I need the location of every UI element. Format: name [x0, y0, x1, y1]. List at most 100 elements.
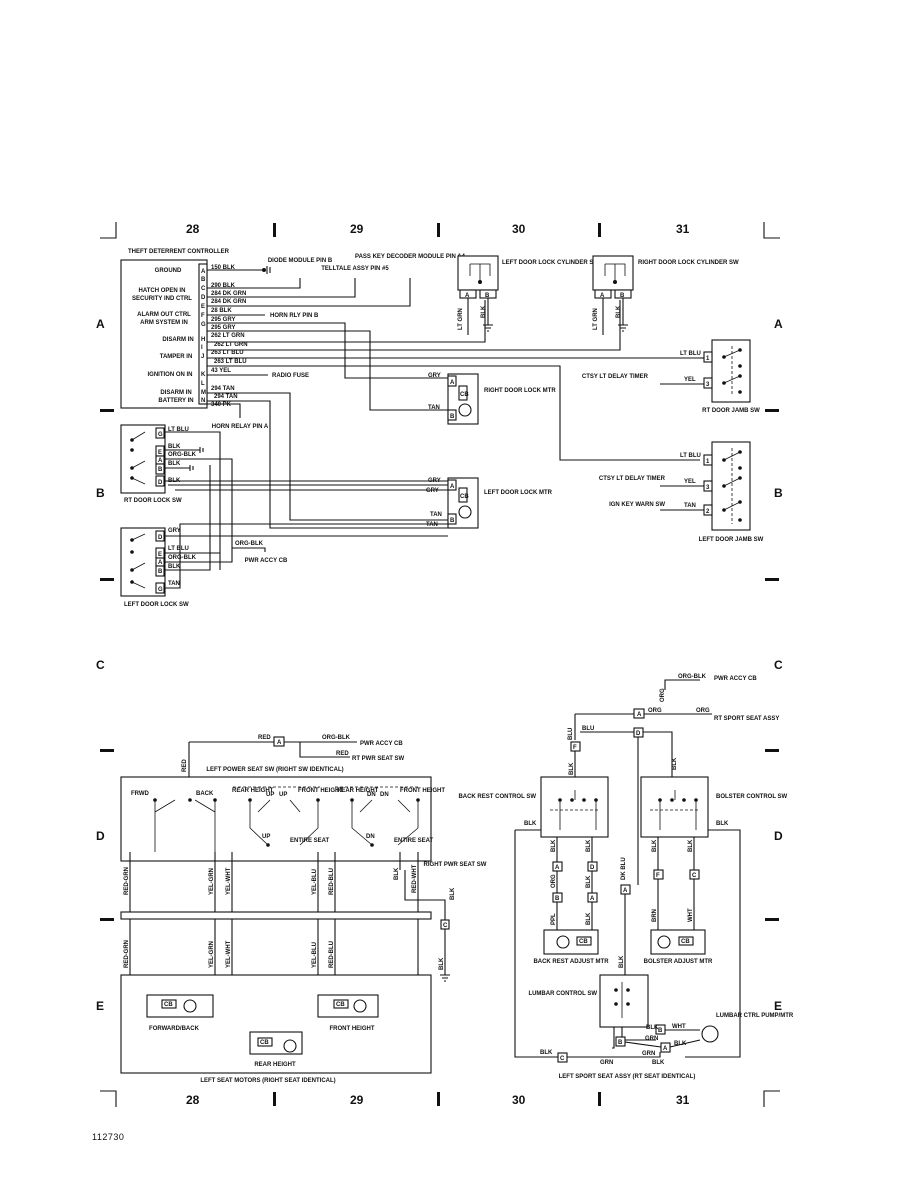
svg-text:RED: RED [336, 751, 349, 757]
svg-text:BLU: BLU [582, 726, 594, 732]
svg-text:BLK: BLK [394, 867, 400, 880]
pwr-accy-cb-label: PWR ACCY CB [245, 558, 288, 564]
svg-text:LT BLU: LT BLU [680, 351, 701, 357]
col-label-bottom-4: 31 [676, 1093, 690, 1107]
left-door-lock-sw: D E A B G GRY LT BLU ORG-BLK BLK TAN ORG… [120, 465, 448, 608]
svg-text:YEL: YEL [684, 479, 696, 485]
wire-43-yel: 43 YEL [211, 368, 231, 374]
svg-text:B: B [450, 414, 455, 420]
svg-text:BLK: BLK [586, 875, 592, 888]
ctrl-pin-b: B [201, 277, 206, 283]
svg-text:C: C [560, 1056, 565, 1062]
svg-text:DN: DN [366, 834, 375, 840]
seat-rt-pwr: RT PWR SEAT SW [352, 756, 405, 762]
svg-text:B: B [158, 569, 163, 575]
ctrl-pin-i: I [201, 345, 203, 351]
svg-text:BLK: BLK [652, 1060, 665, 1066]
sport-pwr-accy: PWR ACCY CB [714, 676, 757, 682]
wire-290-blk: 290 BLK [211, 283, 236, 289]
back-rest-ctrl-label: BACK REST CONTROL SW [458, 794, 536, 800]
svg-text:BLK: BLK [616, 305, 622, 318]
svg-text:BLK: BLK [646, 1025, 659, 1031]
svg-text:ENTIRE SEAT: ENTIRE SEAT [394, 838, 434, 844]
rt-jamb-label: RT DOOR JAMB SW [702, 408, 760, 414]
svg-text:A: A [555, 865, 560, 871]
svg-text:BLK: BLK [168, 461, 181, 467]
svg-text:CB: CB [681, 939, 690, 945]
svg-text:BLK: BLK [524, 821, 537, 827]
motor-fh-label: FRONT HEIGHT [330, 1026, 375, 1032]
row-label-right-c: C [774, 658, 783, 672]
svg-text:GRN: GRN [645, 1036, 658, 1042]
svg-text:GRN: GRN [600, 1060, 613, 1066]
svg-text:BRN: BRN [652, 909, 658, 922]
ctrl-fn-disarm1: DISARM IN [162, 337, 193, 343]
wire-294-tan-2: 294 TAN [214, 394, 238, 400]
svg-text:G: G [158, 432, 163, 438]
ctrl-fn-hatch: HATCH OPEN IN [139, 288, 186, 294]
bolster-mtr-label: BOLSTER ADJUST MTR [644, 959, 713, 965]
right-cyl-label: RIGHT DOOR LOCK CYLINDER SW [638, 260, 739, 266]
wire-284-dkgrn-1: 284 DK GRN [211, 291, 246, 297]
svg-text:BLK: BLK [716, 821, 729, 827]
left-door-lock-cylinder-sw: A B LEFT DOOR LOCK CYLINDER SW LT GRN BL… [457, 255, 599, 335]
svg-text:E: E [158, 552, 162, 558]
sport-title: LEFT SPORT SEAT ASSY (RT SEAT IDENTICAL) [559, 1074, 696, 1080]
row-label-right-d: D [774, 829, 783, 843]
bolster-ctrl-label: BOLSTER CONTROL SW [716, 794, 788, 800]
figure-id: 112730 [92, 1132, 125, 1142]
left-power-seat: A RED ORG-BLK PWR ACCY CB RED RT PWR SEA… [120, 735, 487, 1084]
row-label-left-b: B [96, 486, 105, 500]
left-door-lock-sw-label: LEFT DOOR LOCK SW [124, 602, 189, 608]
wire-295-gry-1: 295 GRY [211, 317, 235, 323]
wire-262-ltgrn-1: 262 LT GRN [211, 333, 245, 339]
svg-text:BLK: BLK [481, 305, 487, 318]
svg-text:WHT: WHT [688, 908, 694, 922]
row-label-left-e: E [96, 999, 104, 1013]
lumbar-pump-label: LUMBAR CTRL PUMP/MTR [716, 1013, 794, 1019]
left-door-lock-motor: A B CB GRY GRY TAN TAN LEFT DOOR LOCK MT… [168, 477, 553, 529]
svg-text:G: G [158, 587, 163, 593]
rear-height-1: REAR HEIGHT [232, 788, 274, 794]
theft-deterrent-controller: THEFT DETERRENT CONTROLLER GROUND HATCH … [120, 249, 700, 529]
col-label-top-3: 30 [512, 222, 526, 236]
svg-text:F: F [573, 745, 577, 751]
svg-text:BLU: BLU [568, 728, 574, 740]
left-door-jamb-sw: 1 3 2 LT BLU YEL TAN CTSY LT DELAY TIMER… [599, 441, 764, 543]
col-label-bottom-1: 28 [186, 1093, 200, 1107]
svg-text:BLK: BLK [168, 564, 181, 570]
ctrl-pin-l: L [201, 381, 205, 387]
svg-text:B: B [555, 896, 560, 902]
ctrl-pin-e: E [201, 304, 205, 310]
svg-text:RED-BLU: RED-BLU [329, 941, 335, 968]
right-door-lock-motor: A B CB GRY TAN RIGHT DOOR LOCK MTR [428, 373, 556, 425]
diode-module-label: DIODE MODULE PIN B [268, 258, 333, 264]
ctrl-pin-d: D [201, 295, 206, 301]
svg-text:D: D [158, 480, 163, 486]
wire-263-ltblu-2: 263 LT BLU [214, 359, 247, 365]
controller-title: THEFT DETERRENT CONTROLLER [128, 249, 230, 255]
svg-text:BLK: BLK [619, 955, 625, 968]
svg-text:WHT: WHT [672, 1024, 686, 1030]
svg-text:BACK: BACK [196, 791, 214, 797]
svg-text:D: D [590, 865, 595, 871]
svg-text:B: B [620, 293, 625, 299]
svg-text:1: 1 [706, 356, 710, 362]
front-height-1: FRONT HEIGHT [298, 788, 343, 794]
ctrl-pin-j: J [201, 354, 204, 360]
horn-relay-a-label: HORN RELAY PIN A [212, 424, 269, 430]
wire-294-tan-1: 294 TAN [211, 386, 235, 392]
svg-text:GRY: GRY [168, 528, 181, 534]
right-pwr-seat-sw-label: RIGHT PWR SEAT SW [424, 862, 487, 868]
grid-frame: 28 29 30 31 28 29 30 31 A B C D E A B C … [96, 222, 783, 1107]
rear-height-2: REAR HEIGHT [337, 788, 379, 794]
col-label-bottom-3: 30 [512, 1093, 526, 1107]
svg-text:BLK: BLK [540, 1050, 553, 1056]
svg-text:BLK: BLK [168, 444, 181, 450]
wire-150-blk: 150 BLK [211, 265, 236, 271]
right-door-lock-cylinder-sw: A B RIGHT DOOR LOCK CYLINDER SW LT GRN B… [592, 255, 739, 335]
ctrl-pin-k: K [201, 372, 206, 378]
svg-text:FRWD: FRWD [131, 791, 150, 797]
svg-text:YEL-BLU: YEL-BLU [312, 869, 318, 895]
